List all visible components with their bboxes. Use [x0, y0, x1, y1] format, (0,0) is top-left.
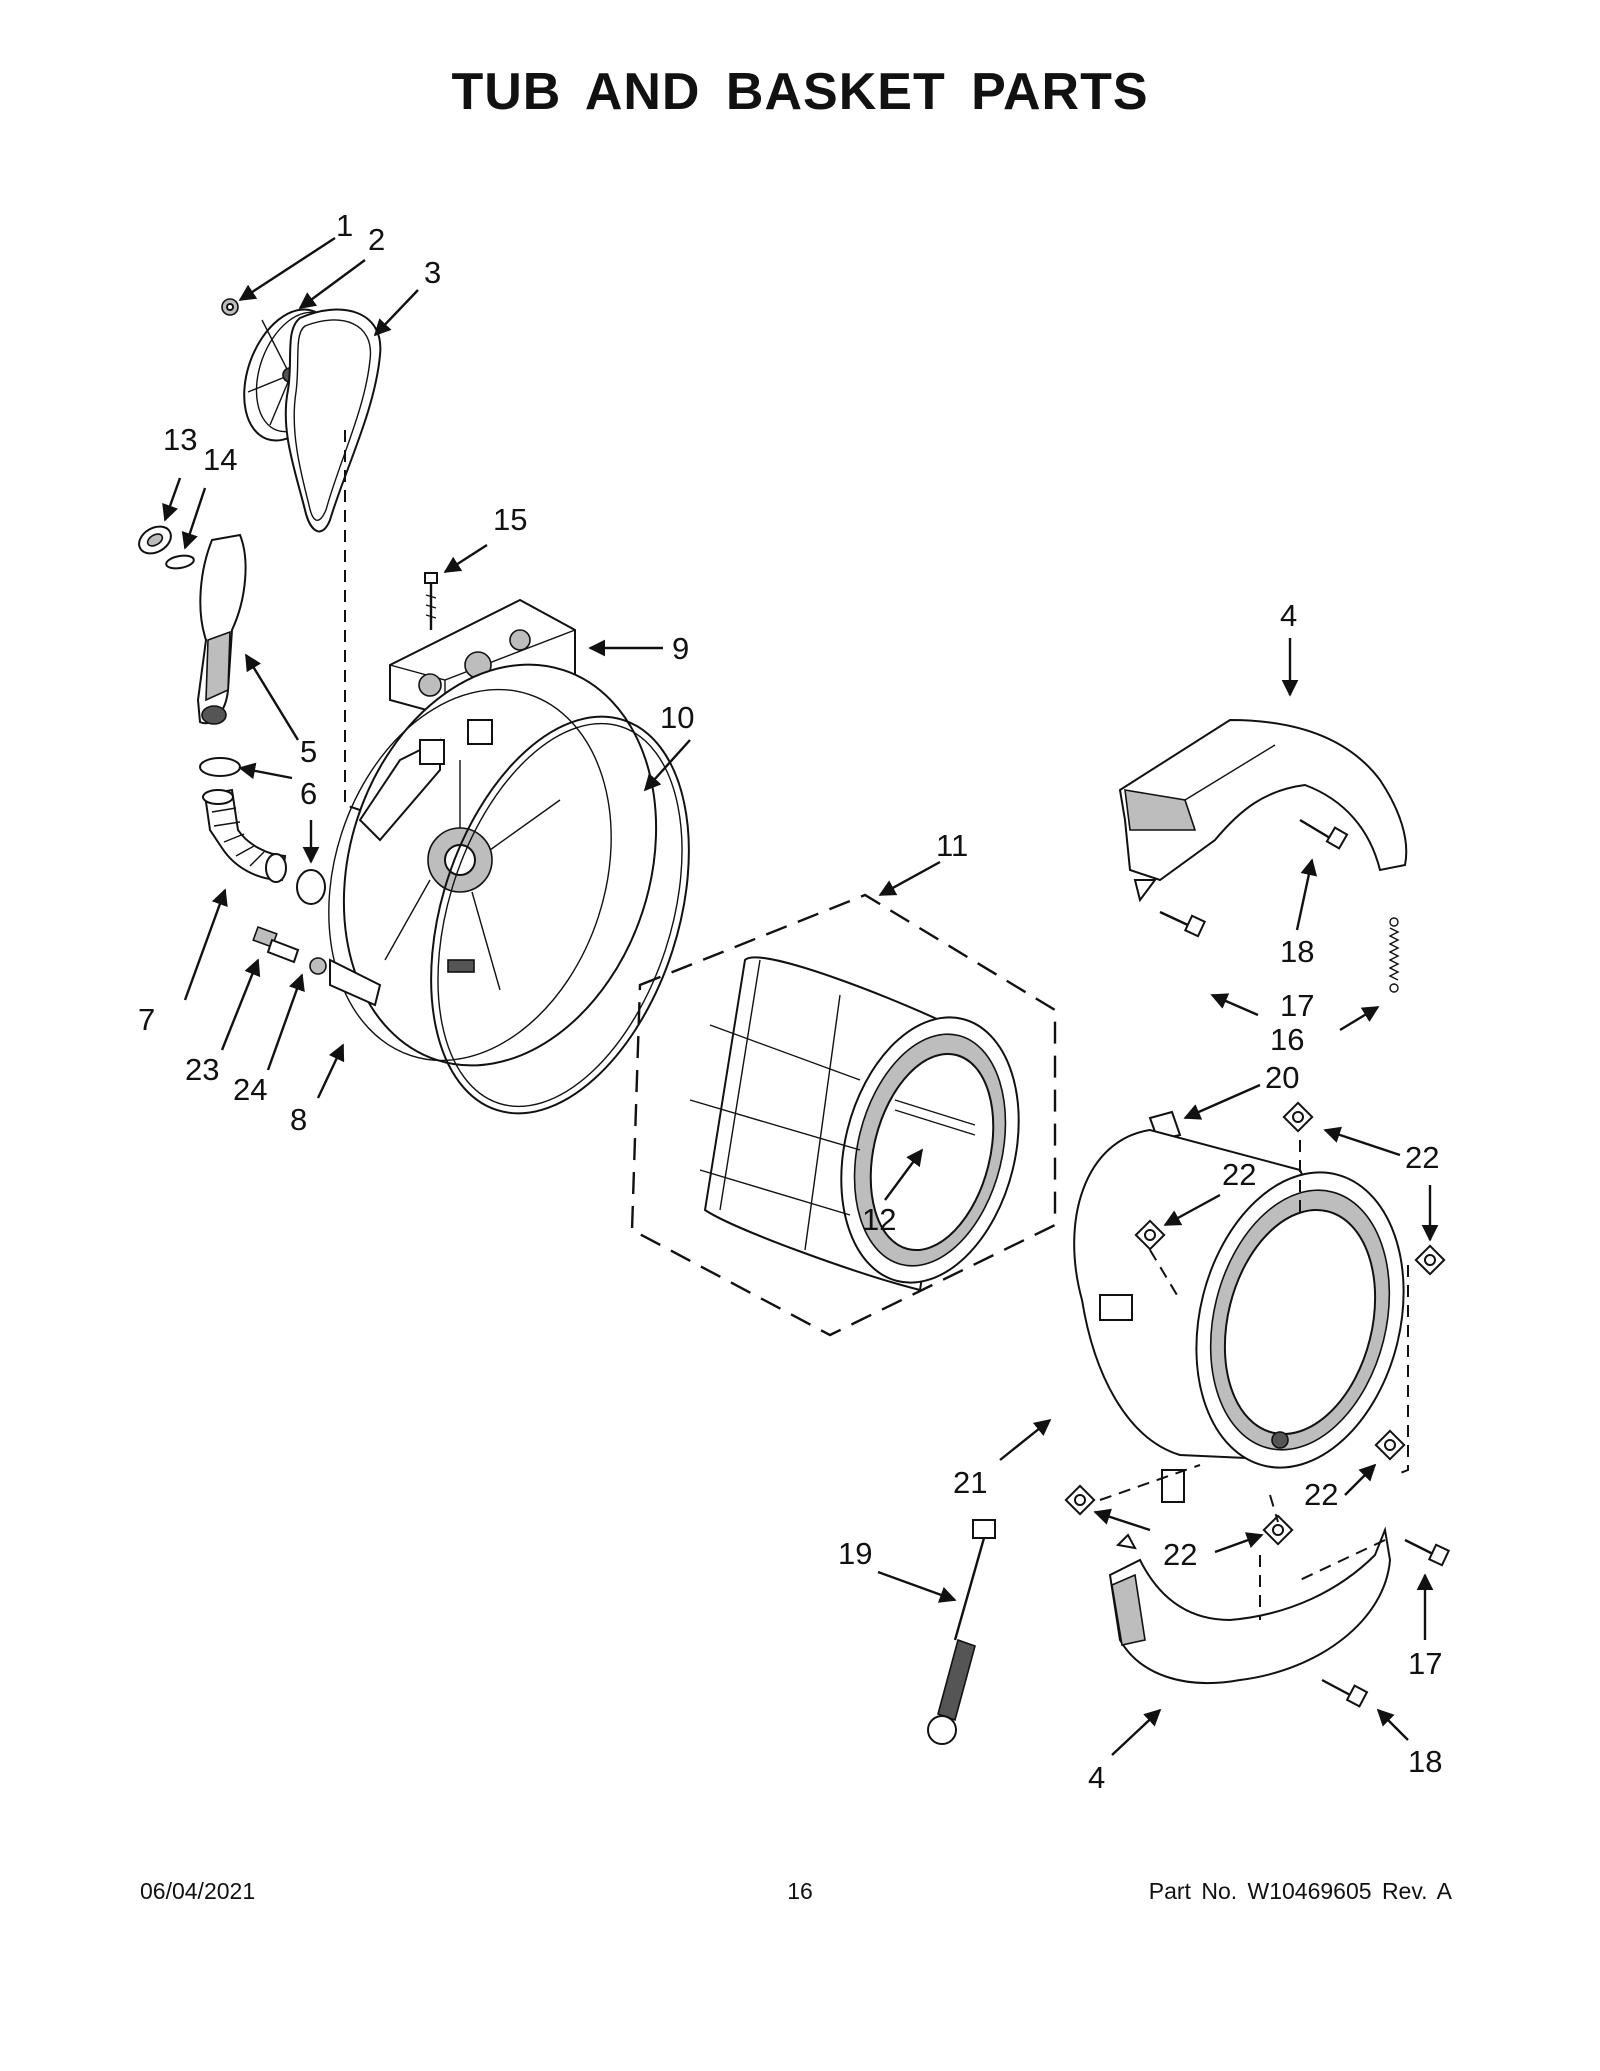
part-hose-clamp-small: [138, 525, 172, 555]
callout-22-right: 22: [1405, 1140, 1439, 1175]
callout-22-upper: 22: [1222, 1157, 1256, 1192]
leader-arrows: [162, 236, 1439, 1756]
callout-17-lower: 17: [1408, 1646, 1442, 1681]
callout-15: 15: [493, 502, 527, 537]
callout-14: 14: [203, 442, 237, 477]
part-mount-6: [1262, 1514, 1294, 1546]
callout-4-upper: 4: [1280, 598, 1297, 633]
callout-21: 21: [953, 1465, 987, 1500]
part-sensor: [252, 925, 300, 964]
callout-5: 5: [300, 734, 317, 769]
callout-6: 6: [300, 776, 317, 811]
callout-16: 16: [1270, 1022, 1304, 1057]
callout-12: 12: [862, 1202, 896, 1237]
callout-9: 9: [672, 631, 689, 666]
callout-labels: 1 2 3 13 14 15 9 10 5 6 7 23 24 8 11 12 …: [138, 208, 1442, 1795]
part-o-ring: [165, 554, 195, 570]
page-title: TUB AND BASKET PARTS: [451, 63, 1149, 121]
part-basket: [689, 956, 1020, 1292]
part-bellows-hose: [202, 788, 287, 883]
callout-20: 20: [1265, 1060, 1299, 1095]
callout-13: 13: [163, 422, 197, 457]
alignment-lines: [344, 430, 1409, 1620]
part-front-tub: [1073, 1128, 1405, 1503]
part-drive-belt: [284, 308, 382, 533]
part-mount-5: [1064, 1484, 1096, 1516]
part-counterweight-upper: [1118, 718, 1408, 903]
callout-10: 10: [660, 700, 694, 735]
part-basket-group: [630, 893, 1057, 1337]
part-damper: [927, 1519, 996, 1745]
part-bolt-upper-right: [1299, 818, 1349, 850]
part-mount-2: [1134, 1219, 1166, 1251]
footer-date: 06/04/2021: [140, 1878, 256, 1904]
callout-17-upper: 17: [1280, 988, 1314, 1023]
callout-22-lower-right: 22: [1304, 1477, 1338, 1512]
footer-part-number: Part No. W10469605 Rev. A: [1148, 1878, 1452, 1904]
part-screw-top: [424, 572, 438, 630]
callout-3: 3: [424, 255, 441, 290]
part-nut: [221, 298, 239, 316]
part-mount-3: [1414, 1244, 1446, 1276]
callout-4-lower: 4: [1088, 1760, 1105, 1795]
callout-18-lower: 18: [1408, 1744, 1442, 1779]
callout-8: 8: [290, 1102, 307, 1137]
callout-1: 1: [336, 208, 353, 243]
part-grommet: [309, 957, 327, 975]
callout-7: 7: [138, 1002, 155, 1037]
part-rear-tub: [328, 663, 658, 1067]
callout-18-upper: 18: [1280, 934, 1314, 969]
callout-2: 2: [368, 222, 385, 257]
part-mount-1: [1282, 1101, 1314, 1133]
part-spring: [1388, 917, 1400, 993]
part-sump-hose: [196, 533, 247, 725]
callout-23: 23: [185, 1052, 219, 1087]
callout-24: 24: [233, 1072, 267, 1107]
part-bolt-upper-left: [1159, 910, 1207, 938]
part-bolt-lower-right: [1404, 1538, 1451, 1567]
part-bolt-lower-left: [1321, 1678, 1369, 1708]
callout-19: 19: [838, 1536, 872, 1571]
callout-11: 11: [936, 828, 968, 863]
callout-22-lower: 22: [1163, 1537, 1197, 1572]
footer-page-number: 16: [787, 1878, 813, 1904]
part-counterweight-lower: [1108, 1526, 1392, 1684]
part-tub-ring: [430, 715, 690, 1115]
part-mount-4: [1374, 1429, 1406, 1461]
